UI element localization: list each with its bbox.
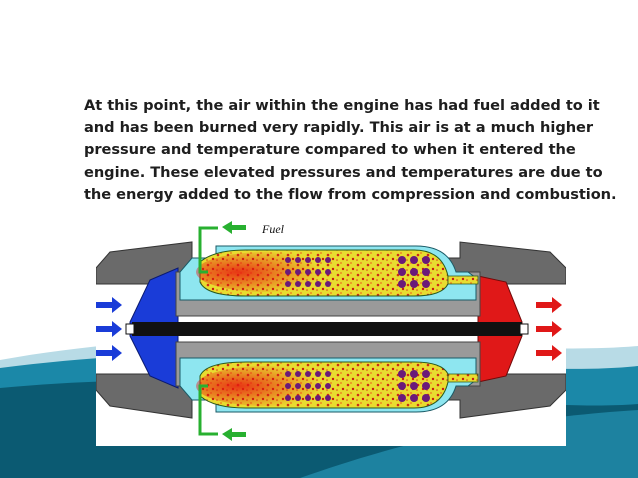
hot-core-upper [196,252,336,292]
fuel-label: Fuel [261,222,285,236]
shaft [132,322,522,336]
shaft-coupling-left [125,323,135,335]
dilution-holes-upper [285,256,430,288]
slide-paragraph: At this point, the air within the engine… [84,97,617,203]
green-left-arrow-icon [222,221,246,234]
shaft-coupling-right [519,323,529,335]
red-right-arrow-icon [536,297,562,361]
fuel-line-upper [198,226,218,274]
hot-core-lower [196,366,336,406]
dilution-holes-lower [285,370,430,402]
green-left-arrow-icon [222,428,246,441]
exit-duct-upper [447,275,479,285]
fuel-line-lower [198,384,218,436]
exit-duct-lower [447,373,479,383]
blue-right-arrow-icon [96,297,122,361]
combustor-diagram: Fuel [96,212,566,446]
